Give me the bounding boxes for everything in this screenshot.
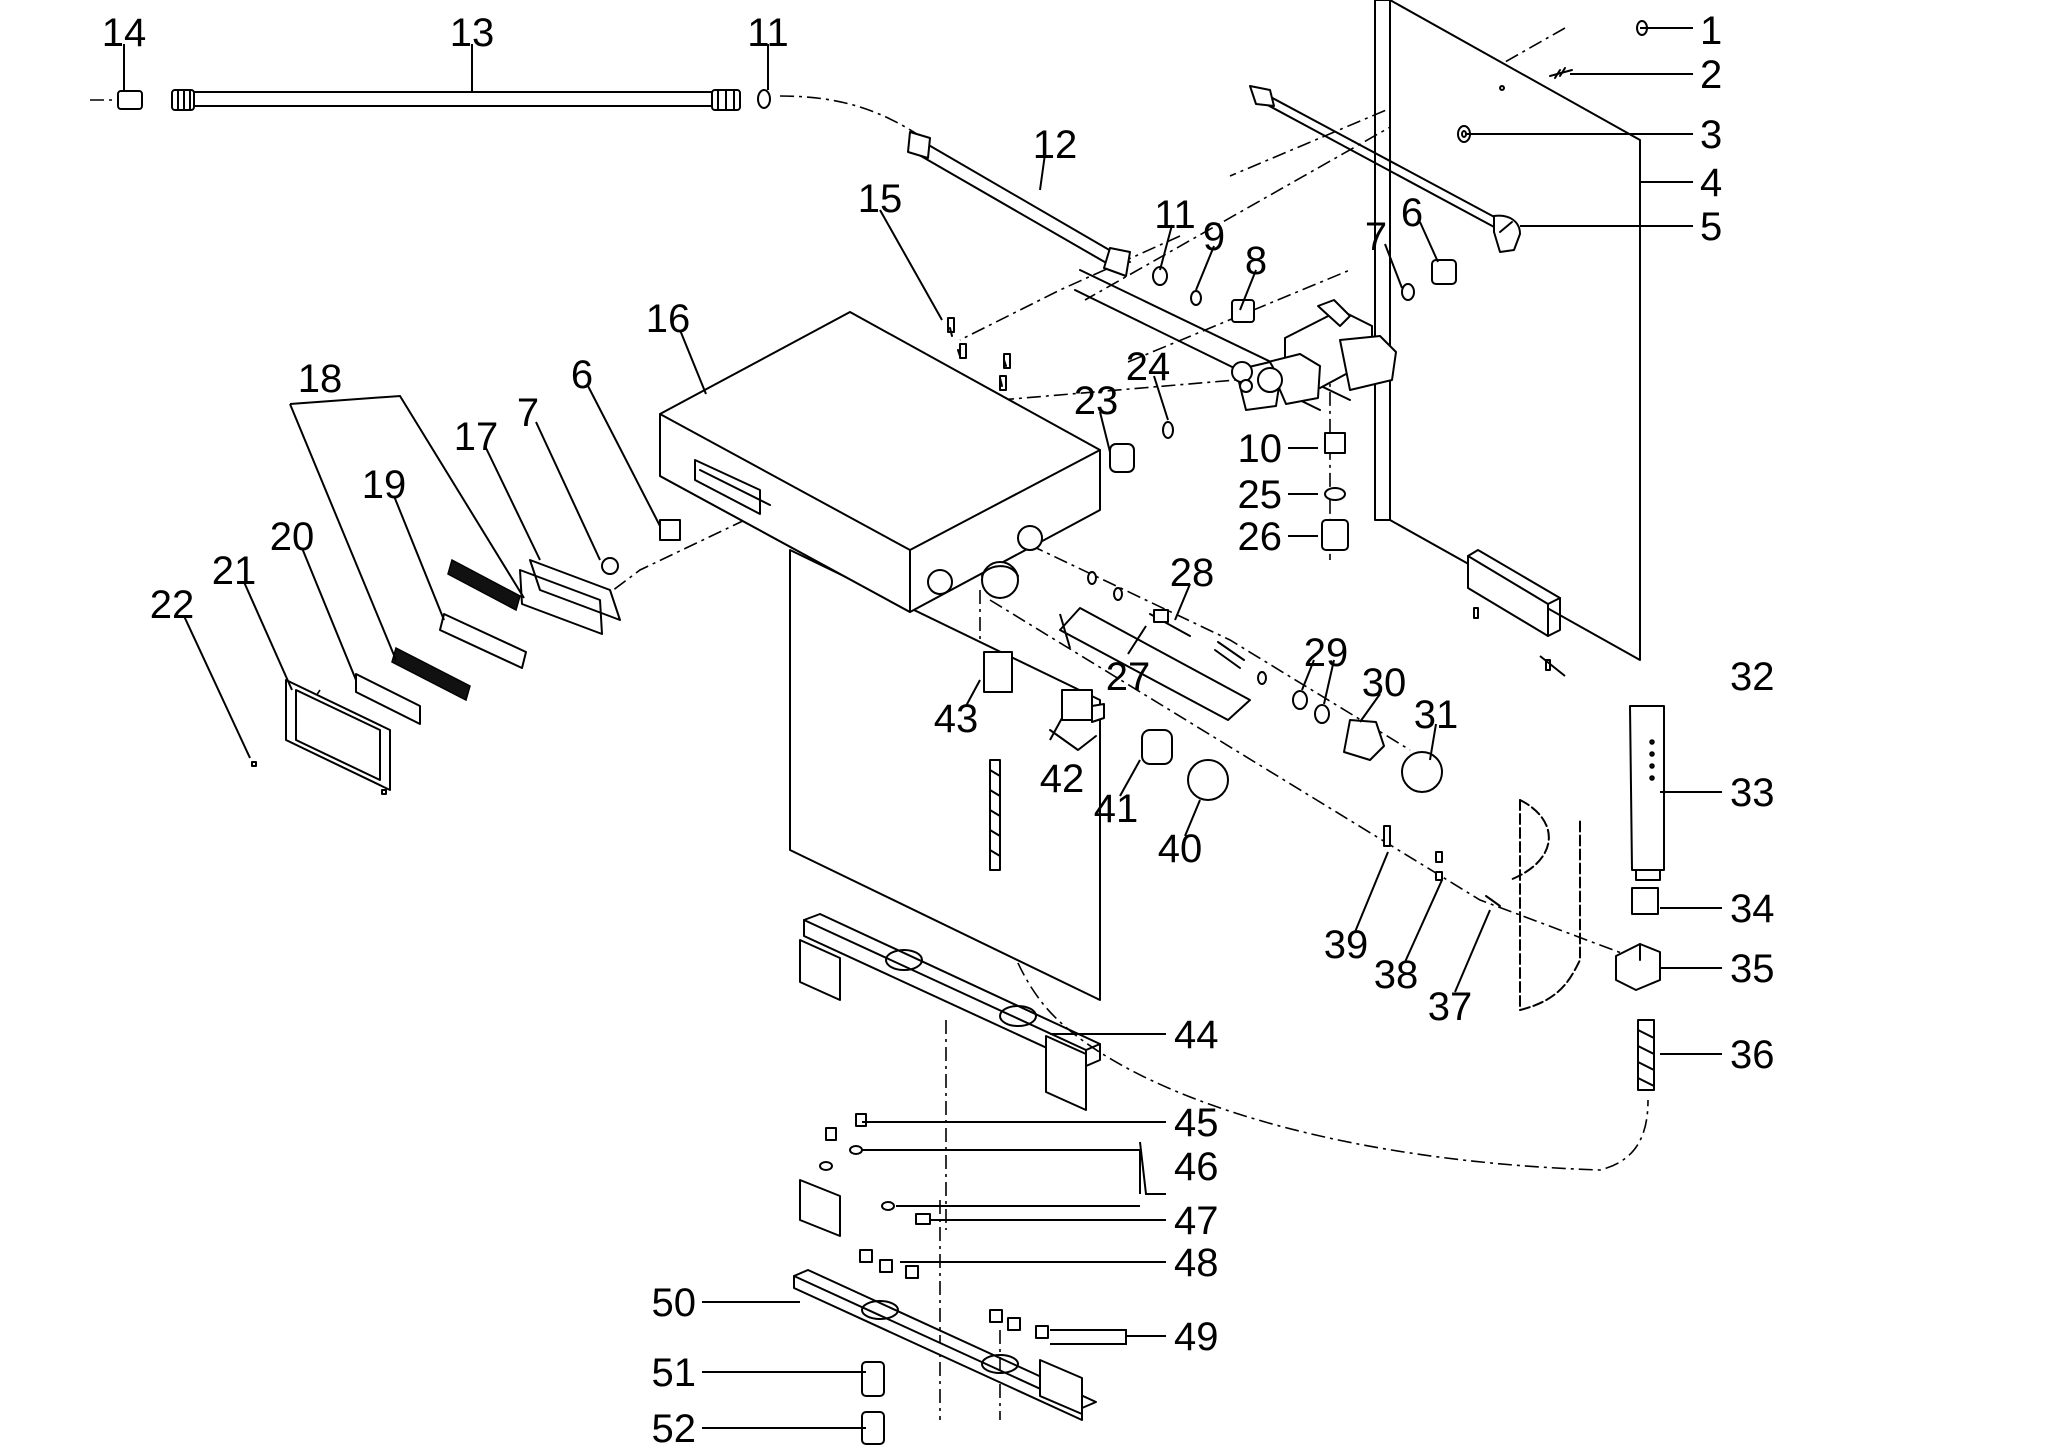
knob-set <box>1049 689 1229 801</box>
callout-15: 15 <box>858 177 903 221</box>
callout-52: 52 <box>652 1407 697 1448</box>
callout-leader-15 <box>879 209 943 321</box>
callout-36: 36 <box>1730 1033 1775 1077</box>
callout-47: 47 <box>1174 1199 1219 1243</box>
callout-leader-21 <box>243 581 293 691</box>
callout-29: 29 <box>1304 631 1349 675</box>
mixer-valve-body <box>1074 259 1457 551</box>
cartridge-parts <box>1059 571 1443 793</box>
screw-2 <box>1549 67 1573 79</box>
callout-33: 33 <box>1730 771 1775 815</box>
mounting-brackets <box>793 913 1101 1445</box>
callout-10: 10 <box>1238 427 1283 471</box>
callout-3: 3 <box>1700 113 1722 157</box>
callout-25: 25 <box>1238 473 1283 517</box>
callout-9: 9 <box>1203 215 1225 259</box>
callout-35: 35 <box>1730 947 1775 991</box>
callout-leader-40 <box>1184 799 1201 837</box>
callout-leader-24 <box>1153 375 1169 421</box>
callout-leader-7 <box>535 421 601 561</box>
callout-42: 42 <box>1040 757 1085 801</box>
callout-40: 40 <box>1158 827 1203 871</box>
hose-12 <box>907 131 1168 286</box>
callout-19: 19 <box>362 463 407 507</box>
callout-24: 24 <box>1126 345 1171 389</box>
callout-13: 13 <box>450 11 495 55</box>
callout-leader-30 <box>1359 693 1381 723</box>
callout-18: 18 <box>298 357 343 401</box>
callout-leader-23 <box>1099 411 1111 453</box>
callout-17: 17 <box>454 415 499 459</box>
callout-leader-38 <box>1404 879 1443 963</box>
callout-39: 39 <box>1324 923 1369 967</box>
callout-16: 16 <box>646 297 691 341</box>
callout-1: 1 <box>1700 9 1722 53</box>
callout-leader-8 <box>1239 269 1257 311</box>
callout-2: 2 <box>1700 53 1722 97</box>
callout-27: 27 <box>1106 655 1151 699</box>
callout-leader-32 <box>1539 655 1566 677</box>
callout-7: 7 <box>1365 215 1387 259</box>
callout-12: 12 <box>1033 123 1078 167</box>
hose-5 <box>1249 85 1521 253</box>
callout-51: 51 <box>652 1351 697 1395</box>
callout-30: 30 <box>1362 661 1407 705</box>
callout-leader-37 <box>1454 909 1491 993</box>
wall-panel <box>1374 0 1641 671</box>
callout-leader-11 <box>1159 224 1173 271</box>
callout-38: 38 <box>1374 953 1419 997</box>
callout-41: 41 <box>1094 787 1139 831</box>
screws-37-39 <box>1383 825 1501 907</box>
callout-48: 48 <box>1174 1241 1219 1285</box>
callout-leader-7 <box>1384 243 1403 289</box>
callout-49: 49 <box>1174 1315 1219 1359</box>
callout-44: 44 <box>1174 1013 1219 1057</box>
callout-23: 23 <box>1074 379 1119 423</box>
callout-43: 43 <box>934 697 979 741</box>
group-leaders <box>289 394 1335 1345</box>
callout-22: 22 <box>150 583 195 627</box>
callout-leader-9 <box>1195 245 1215 291</box>
callout-7: 7 <box>517 391 539 435</box>
callout-45: 45 <box>1174 1101 1219 1145</box>
filter-assembly <box>251 519 681 795</box>
callout-50: 50 <box>652 1281 697 1325</box>
callout-leader-43 <box>965 679 981 707</box>
callout-leader-6 <box>587 385 661 527</box>
callout-leader-28 <box>1174 583 1191 621</box>
callout-6: 6 <box>1401 191 1423 235</box>
callout-leader-20 <box>301 547 357 681</box>
callout-11: 11 <box>747 11 789 55</box>
callout-leader-31 <box>1429 723 1437 761</box>
callout-leader-41 <box>1119 759 1141 797</box>
callout-37: 37 <box>1428 985 1473 1029</box>
callout-32: 32 <box>1730 655 1775 699</box>
callout-46: 46 <box>1174 1145 1219 1189</box>
callout-leader-16 <box>679 329 707 395</box>
callout-leader-22 <box>183 615 251 759</box>
callout-leader-12 <box>1039 153 1046 191</box>
callout-leader-17 <box>485 447 541 561</box>
callout-5: 5 <box>1700 205 1722 249</box>
callout-28: 28 <box>1170 551 1215 595</box>
callout-31: 31 <box>1414 693 1459 737</box>
callout-20: 20 <box>270 515 315 559</box>
wall-section <box>1509 799 1581 1011</box>
callout-11: 11 <box>1154 193 1196 237</box>
callout-8: 8 <box>1245 239 1267 283</box>
callout-leader-19 <box>393 495 445 621</box>
callout-14: 14 <box>102 11 147 55</box>
callout-leader-39 <box>1354 851 1389 933</box>
callout-4: 4 <box>1700 161 1722 205</box>
callout-34: 34 <box>1730 887 1775 931</box>
callout-6: 6 <box>571 353 593 397</box>
thermostat-housing <box>659 311 1101 1001</box>
callout-21: 21 <box>212 549 257 593</box>
hose-13 <box>117 89 771 111</box>
callout-leader-6 <box>1419 221 1439 263</box>
callout-26: 26 <box>1238 515 1283 559</box>
hand-shower <box>1615 705 1665 1091</box>
